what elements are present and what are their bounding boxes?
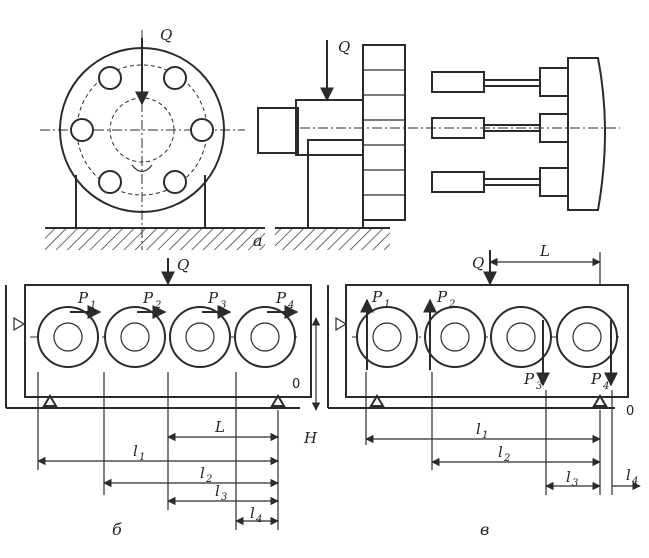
svg-text:l: l [250, 504, 255, 522]
svg-text:P: P [275, 289, 287, 307]
svg-text:1: 1 [90, 300, 96, 311]
bearings-b [37, 306, 296, 368]
svg-text:1: 1 [482, 430, 488, 441]
end-plate [567, 57, 606, 211]
svg-text:L: L [214, 418, 225, 436]
svg-text:0: 0 [292, 377, 300, 392]
svg-text:l: l [200, 464, 205, 482]
front-view: Q [40, 26, 265, 250]
svg-text:4: 4 [287, 300, 294, 311]
svg-text:3: 3 [220, 300, 226, 311]
svg-text:2: 2 [503, 453, 510, 464]
disc-holes [70, 66, 214, 194]
caption-b: б [112, 520, 122, 539]
svg-text:Q: Q [472, 254, 484, 272]
svg-text:1: 1 [139, 452, 145, 463]
svg-text:4: 4 [602, 381, 609, 392]
ground-hatch-right [275, 228, 390, 250]
svg-text:3: 3 [536, 381, 542, 392]
svg-text:P: P [436, 288, 448, 306]
svg-text:2: 2 [448, 299, 455, 310]
svg-text:l: l [133, 442, 138, 460]
svg-text:l: l [498, 443, 503, 461]
punch-rods [431, 67, 569, 197]
ground-hatch-left [45, 228, 265, 250]
svg-text:3: 3 [572, 478, 578, 489]
load-label-side: Q [338, 38, 350, 56]
side-view: Q а [253, 38, 620, 250]
disc-side [362, 44, 406, 221]
svg-text:P: P [207, 289, 219, 307]
svg-text:4: 4 [631, 476, 638, 487]
svg-text:P: P [77, 289, 89, 307]
svg-text:2: 2 [205, 474, 212, 485]
svg-text:P: P [371, 288, 383, 306]
caption-a: а [253, 231, 263, 250]
load-label-a: Q [160, 26, 172, 44]
svg-text:H: H [303, 429, 318, 447]
svg-text:l: l [476, 420, 481, 438]
svg-text:4: 4 [255, 514, 262, 525]
svg-text:2: 2 [154, 300, 161, 311]
bearings-c [356, 306, 618, 368]
svg-text:1: 1 [384, 299, 390, 310]
svg-text:l: l [215, 482, 220, 500]
svg-text:Q: Q [177, 256, 189, 274]
svg-text:P: P [142, 289, 154, 307]
svg-text:0: 0 [626, 404, 634, 419]
svg-text:L: L [539, 242, 550, 260]
svg-text:P: P [523, 370, 535, 388]
svg-text:l: l [566, 468, 571, 486]
svg-text:P: P [590, 370, 602, 388]
svg-text:l: l [626, 466, 631, 484]
svg-text:3: 3 [221, 492, 227, 503]
caption-c: в [480, 520, 489, 539]
